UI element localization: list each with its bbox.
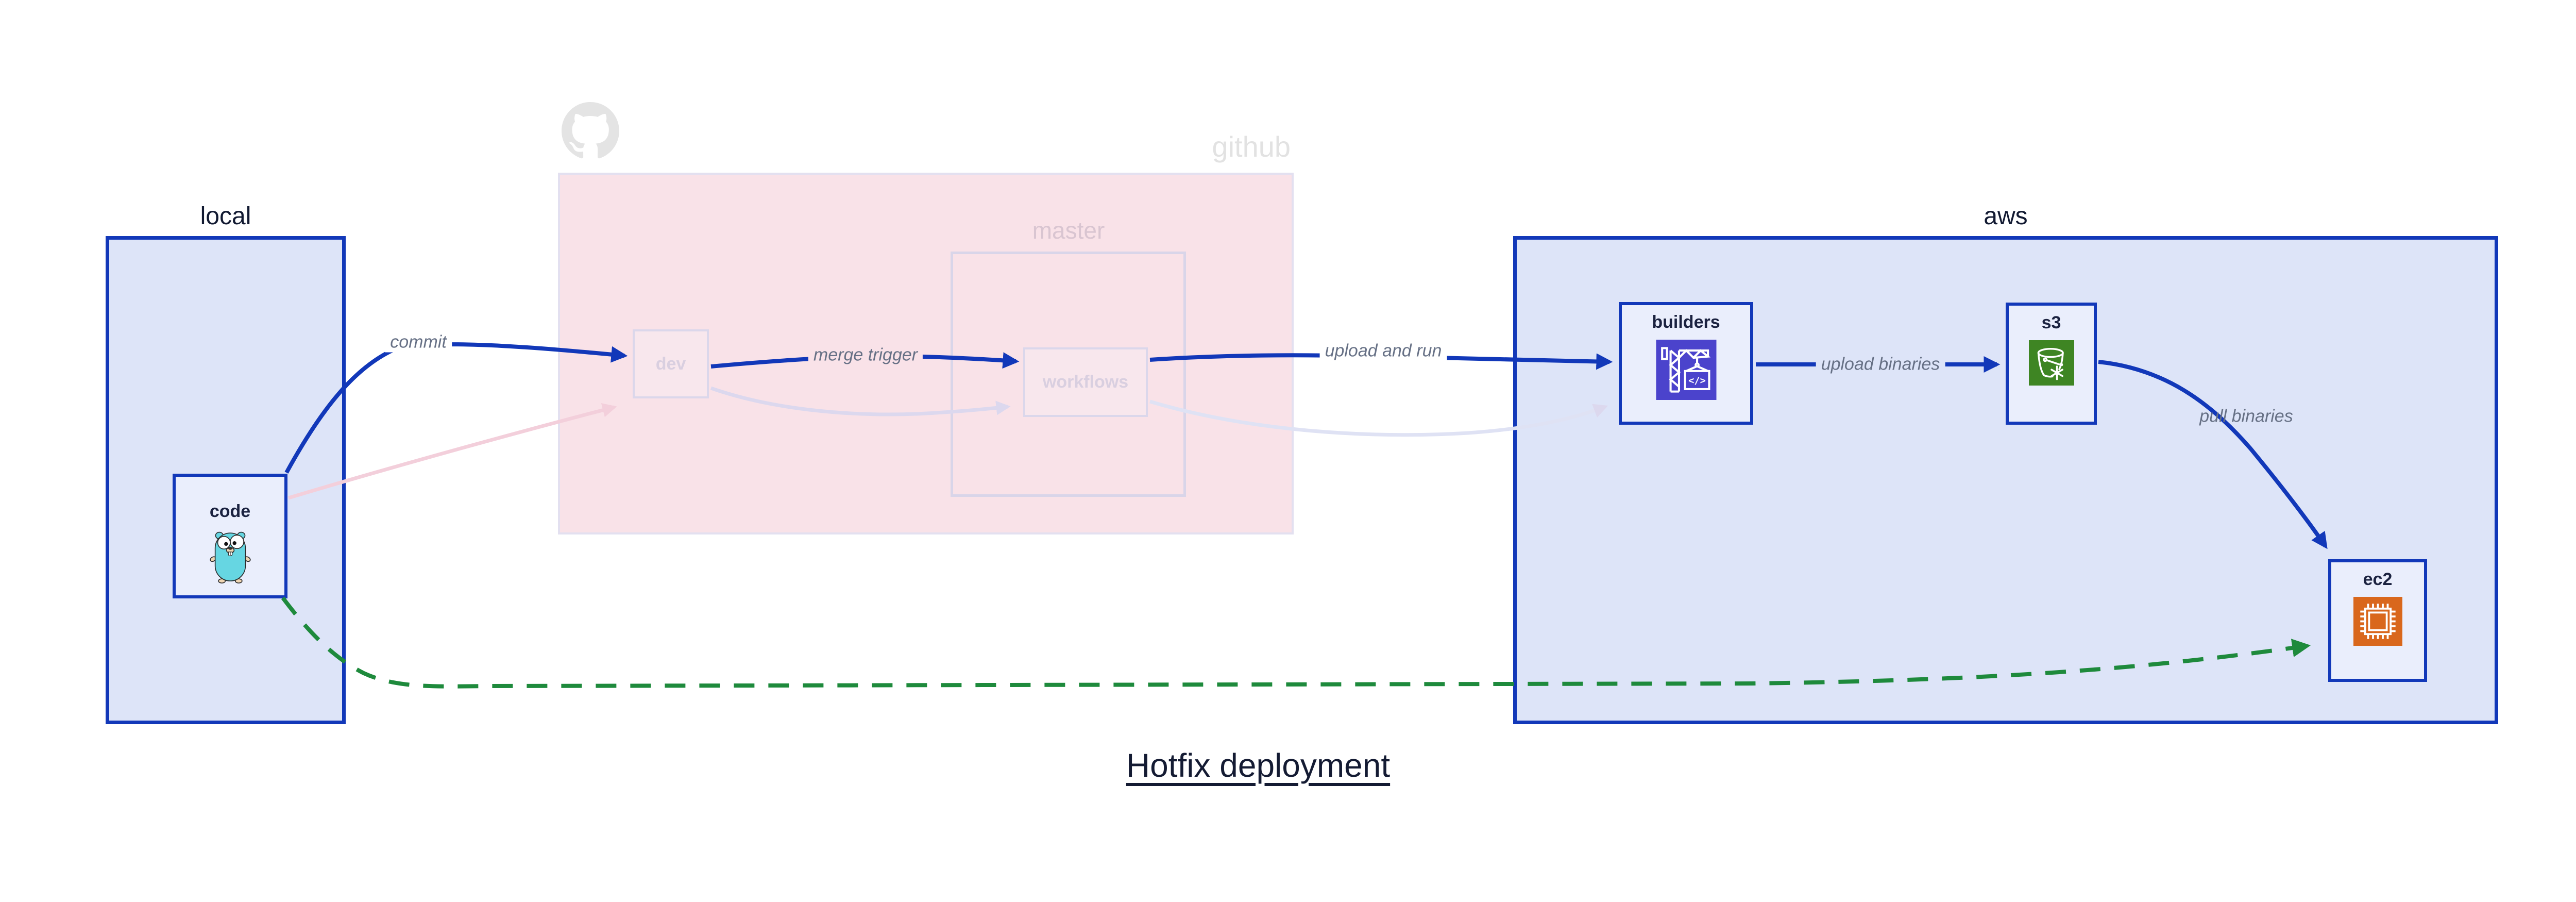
- node-dev-label: dev: [655, 354, 686, 374]
- node-ec2: ec2: [2328, 559, 2427, 682]
- node-workflows-label: workflows: [1042, 372, 1129, 392]
- codebuild-crane-icon: </>: [1656, 340, 1716, 400]
- edge-label-pull-binaries: pull binaries: [2199, 406, 2293, 426]
- edge-label-merge-trigger: merge trigger: [808, 345, 923, 365]
- edge-label-upload-binaries: upload binaries: [1816, 354, 1945, 375]
- ec2-chip-icon: [2353, 597, 2402, 646]
- master-group-label: master: [1032, 217, 1105, 244]
- diagram-title: Hotfix deployment: [1126, 747, 1391, 784]
- node-code: code: [173, 474, 287, 598]
- aws-group-label: aws: [1984, 203, 2028, 230]
- node-code-label: code: [209, 502, 251, 521]
- go-gopher-icon: [209, 531, 251, 583]
- edge-label-commit: commit: [385, 332, 452, 353]
- local-group-label: local: [200, 203, 251, 230]
- node-s3-label: s3: [2041, 313, 2061, 332]
- node-builders-label: builders: [1652, 312, 1720, 332]
- group-master: [951, 252, 1186, 497]
- node-builders: builders </>: [1619, 302, 1753, 425]
- node-workflows: workflows: [1023, 347, 1148, 417]
- node-s3: s3: [2006, 303, 2097, 425]
- s3-glacier-bucket-icon: [2028, 340, 2074, 386]
- node-dev: dev: [633, 329, 709, 398]
- edge-label-upload-and-run: upload and run: [1319, 341, 1447, 361]
- svg-text:</>: </>: [1688, 375, 1706, 386]
- github-octocat-icon: [562, 102, 619, 159]
- node-ec2-label: ec2: [2363, 570, 2393, 589]
- github-group-label: github: [1212, 130, 1291, 163]
